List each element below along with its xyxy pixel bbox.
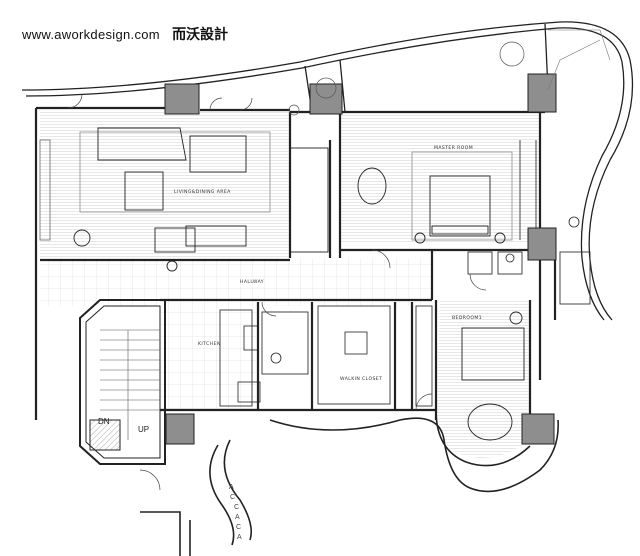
room-label-kitchen: KITCHEN (198, 342, 221, 347)
hallway-floor (40, 258, 432, 306)
room-label-closet: WALKIN CLOSET (340, 377, 383, 382)
room-label-living: LIVING&DINING AREA (174, 190, 231, 195)
ac-mark: A (229, 484, 234, 491)
plants (288, 41, 525, 116)
fixtures (237, 216, 580, 403)
balcony-glazing (547, 29, 611, 91)
bedroom1-floor (436, 300, 530, 458)
master-floor (340, 112, 540, 244)
room-label-hallway: HALLWAY (240, 280, 264, 285)
ac-mark: A (237, 534, 242, 541)
master-furniture (357, 151, 513, 244)
doors (67, 93, 487, 491)
bedroom-curve (209, 409, 559, 546)
bedroom1-furniture (461, 311, 525, 441)
room-label-bedroom1: BEDROOM1 (452, 316, 483, 321)
living-floor (40, 110, 290, 260)
ac-mark: C (236, 524, 242, 531)
stair-down-label: DN (98, 417, 110, 426)
website-url[interactable]: www.aworkdesign.com (22, 27, 160, 42)
brand-name: 而沃設計 (172, 27, 229, 43)
partitions (219, 140, 591, 407)
living-furniture (39, 127, 329, 272)
kitchen-floor (160, 300, 258, 410)
room-label-master: MASTER ROOM (434, 146, 474, 151)
ac-mark: A (235, 514, 240, 521)
columns (164, 73, 557, 445)
entry (140, 511, 191, 556)
stair-core (79, 299, 166, 465)
ac-mark: C (234, 504, 240, 511)
header: www.aworkdesign.com 而沃設計 (22, 24, 228, 44)
ac-mark: C (230, 494, 236, 501)
stair-up-label: UP (138, 425, 150, 434)
